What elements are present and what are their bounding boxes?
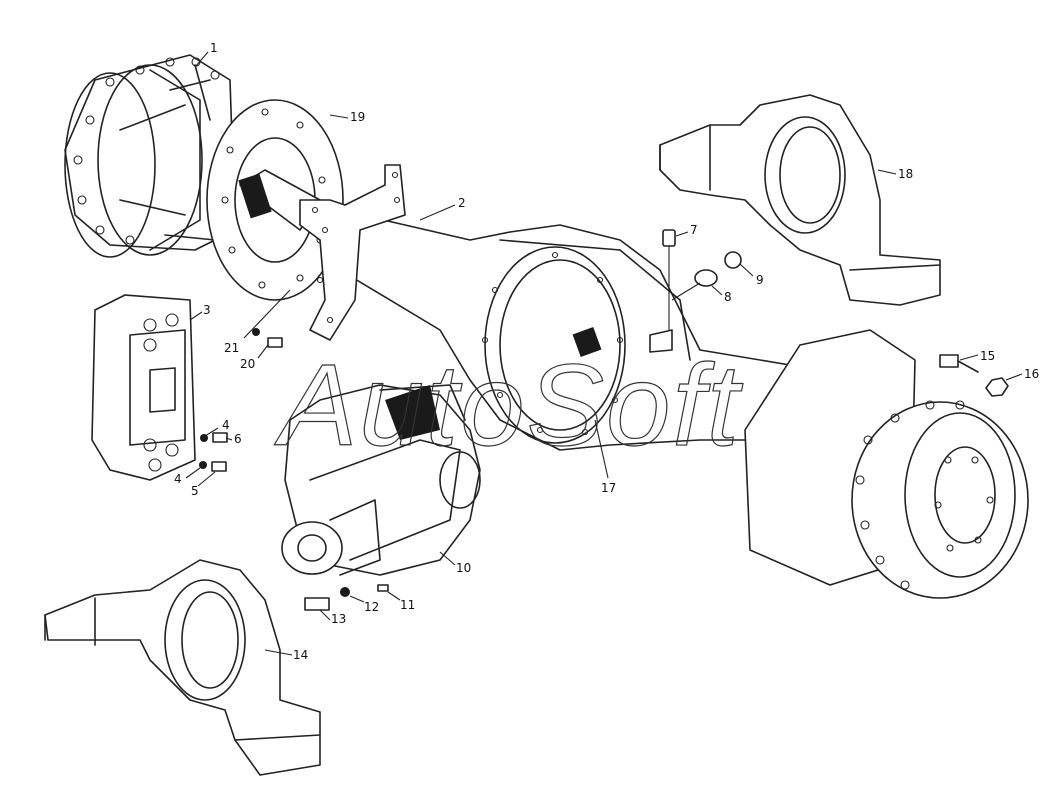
brake-caliper bbox=[91, 294, 196, 481]
callout-9: 9 bbox=[756, 273, 764, 287]
callout-16: 16 bbox=[1024, 367, 1039, 381]
callout-21: 21 bbox=[224, 341, 239, 355]
spring-seat-right bbox=[659, 94, 941, 306]
spring-seat-left bbox=[44, 559, 321, 776]
callout-19: 19 bbox=[350, 110, 365, 124]
callout-8: 8 bbox=[724, 290, 732, 304]
callouts: 1 2 3 4 4 5 6 7 8 9 10 11 12 13 14 15 16 bbox=[174, 41, 1039, 662]
callout-5: 5 bbox=[191, 484, 199, 498]
callout-6: 6 bbox=[234, 432, 242, 446]
axle-housing bbox=[299, 164, 801, 451]
callout-17: 17 bbox=[601, 481, 616, 495]
small-parts bbox=[199, 229, 1009, 611]
callout-4b: 4 bbox=[174, 472, 182, 486]
left-wheel-hub bbox=[64, 54, 236, 258]
callout-14: 14 bbox=[293, 648, 308, 662]
callout-4a: 4 bbox=[222, 418, 230, 432]
callout-10: 10 bbox=[456, 561, 471, 575]
callout-20: 20 bbox=[240, 357, 255, 371]
right-wheel-hub bbox=[744, 329, 1029, 599]
callout-15: 15 bbox=[980, 349, 995, 363]
callout-13: 13 bbox=[331, 612, 346, 626]
callout-2: 2 bbox=[458, 196, 466, 210]
callout-11: 11 bbox=[400, 598, 415, 612]
watermark-text: AutoSoft bbox=[274, 340, 744, 470]
callout-12: 12 bbox=[364, 600, 379, 614]
callout-18: 18 bbox=[898, 167, 913, 181]
callout-1: 1 bbox=[210, 41, 218, 55]
callout-7: 7 bbox=[690, 223, 698, 237]
callout-3: 3 bbox=[203, 303, 211, 317]
differential-carrier bbox=[281, 384, 481, 576]
